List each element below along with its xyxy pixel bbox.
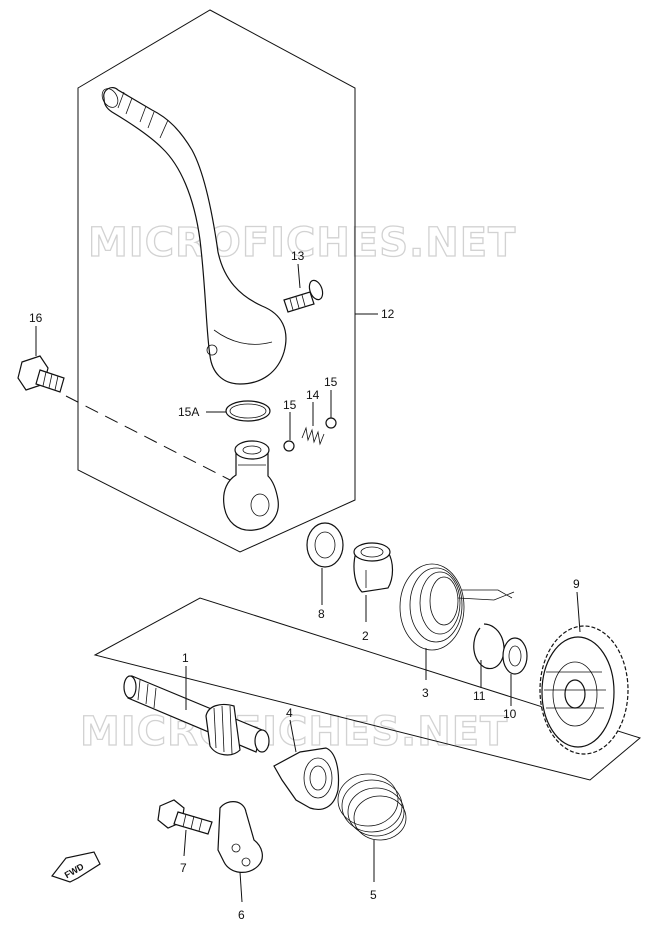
callout-14: 14: [306, 388, 320, 402]
leader-lines: [35, 263, 581, 903]
ball-15-left: [283, 440, 295, 452]
kick-return-spring-3: [399, 563, 515, 651]
callout-labels: 1 2 3 4 5 6 7 8 9 10 11 12 13 14 15 15 1…: [29, 249, 580, 922]
callout-16: 16: [29, 311, 43, 325]
callout-4: 4: [286, 706, 293, 720]
ratchet-4: [273, 747, 340, 811]
callout-15-right: 15: [324, 375, 338, 389]
kick-lever: [101, 86, 287, 385]
watermark-bottom: MICROFICHES.NET: [80, 709, 508, 755]
callout-13: 13: [291, 249, 305, 263]
o-ring-15A: [225, 400, 271, 422]
bolt-16: [17, 355, 65, 393]
callout-2: 2: [362, 629, 369, 643]
callout-5: 5: [370, 888, 377, 902]
callout-15A: 15A: [178, 405, 199, 419]
spring-14: [301, 426, 325, 446]
callout-8: 8: [318, 607, 325, 621]
kick-lever-assembly-outline: [77, 9, 356, 553]
kick-shaft-1: [123, 675, 270, 756]
ratchet-guide-6: [217, 801, 263, 873]
ratchet-spring-5: [337, 773, 407, 841]
kick-boss: [223, 440, 279, 531]
callout-1: 1: [182, 651, 189, 665]
fwd-arrow-icon: FWD: [51, 851, 101, 883]
callout-7: 7: [180, 861, 187, 875]
washer-10: [502, 637, 528, 675]
kick-idler-gear-9: [539, 625, 629, 755]
callout-15-left: 15: [283, 398, 297, 412]
callout-12: 12: [381, 307, 395, 321]
oil-seal-8: [306, 522, 344, 568]
callout-6: 6: [238, 908, 245, 922]
ball-15-right: [325, 417, 337, 429]
callout-9: 9: [573, 577, 580, 591]
circlip-11: [473, 623, 505, 670]
callout-3: 3: [422, 686, 429, 700]
callout-10: 10: [503, 707, 517, 721]
bolt-7: [157, 799, 213, 835]
callout-11: 11: [473, 689, 486, 703]
bushing-2: [353, 542, 394, 593]
kick-shaft-assembly-outline: [93, 597, 642, 781]
watermark-top: MICROFICHES.NET: [88, 220, 516, 266]
bolt-13: [283, 279, 324, 313]
